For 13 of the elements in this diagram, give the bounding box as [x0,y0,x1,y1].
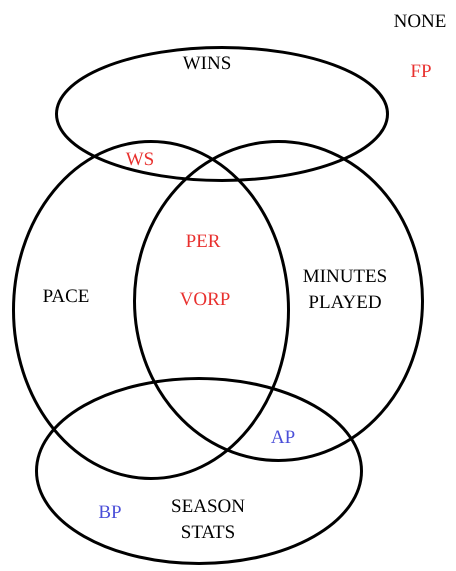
region-label: WS [126,148,154,172]
set-label: MINUTES PLAYED [302,265,388,315]
region-label: AP [270,426,296,450]
set-label: WINS [182,52,232,76]
region-label: FP [410,60,432,84]
set-ellipse [55,46,389,182]
region-label: NONE [394,10,446,34]
set-label: SEASON STATS [170,495,246,545]
region-label: PER [186,230,220,254]
region-label: BP [98,500,122,525]
set-label: PACE [42,285,90,309]
region-label: VORP [180,288,230,312]
set-ellipse [35,377,363,565]
